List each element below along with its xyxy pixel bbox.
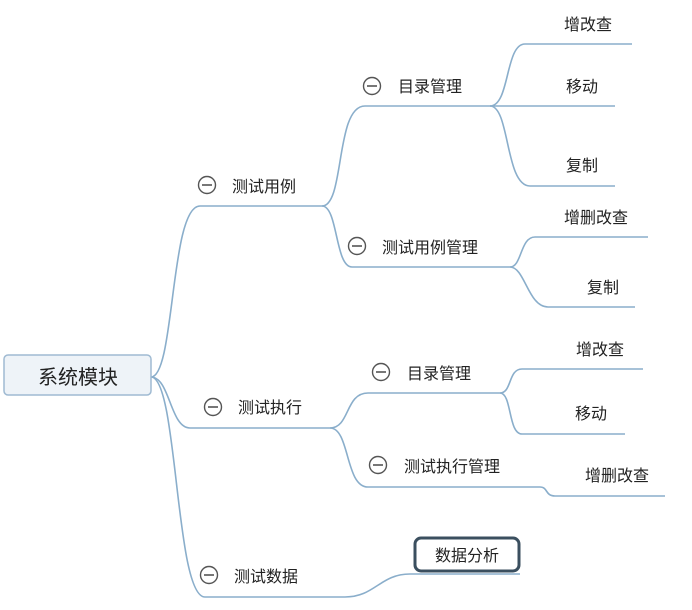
node-test-execution-management[interactable]: 测试执行管理 — [368, 455, 501, 477]
node-test-case-management[interactable]: 测试用例管理 — [347, 236, 479, 258]
node-test-data[interactable]: 测试数据 — [199, 565, 299, 587]
connector — [329, 392, 500, 429]
node-copy[interactable]: 复制 — [566, 156, 598, 175]
node-label: 测试用例管理 — [382, 238, 478, 257]
node-label: 数据分析 — [435, 546, 499, 565]
connector — [499, 368, 643, 394]
node-label: 测试用例 — [232, 177, 296, 196]
collapse-icon[interactable] — [347, 236, 367, 256]
node-directory-management[interactable]: 目录管理 — [362, 76, 463, 96]
connector — [321, 205, 510, 268]
node-test-execution[interactable]: 测试执行 — [203, 397, 303, 417]
root-node[interactable]: 系统模块 — [3, 354, 152, 396]
connector — [489, 105, 615, 187]
connector — [150, 376, 330, 429]
collapse-icon[interactable] — [199, 565, 219, 585]
node-label: 目录管理 — [407, 364, 471, 383]
node-data-analysis[interactable]: 数据分析 — [413, 536, 521, 573]
node-label: 测试数据 — [234, 567, 298, 586]
connector — [321, 105, 490, 207]
connector — [489, 43, 632, 107]
node-directory-management[interactable]: 目录管理 — [371, 362, 472, 384]
node-label: 测试执行管理 — [404, 457, 500, 476]
collapse-icon[interactable] — [203, 397, 223, 417]
node-crud[interactable]: 增改查 — [576, 340, 624, 359]
connector — [344, 573, 520, 598]
node-test-cases[interactable]: 测试用例 — [197, 175, 297, 197]
collapse-icon[interactable] — [368, 455, 388, 475]
connector — [150, 205, 322, 378]
collapse-icon[interactable] — [362, 76, 382, 96]
node-move[interactable]: 移动 — [566, 77, 598, 96]
node-move[interactable]: 移动 — [575, 404, 607, 423]
node-crud-delete[interactable]: 增删改查 — [585, 466, 649, 485]
connector — [539, 486, 665, 497]
connector — [509, 266, 635, 308]
connector — [329, 427, 540, 488]
collapse-icon[interactable] — [197, 175, 217, 195]
connector — [499, 392, 625, 435]
connector — [150, 376, 345, 598]
connector — [509, 236, 648, 268]
node-crud-delete[interactable]: 增删改查 — [564, 208, 628, 227]
node-label: 测试执行 — [238, 398, 302, 417]
collapse-icon[interactable] — [371, 362, 391, 382]
node-label: 目录管理 — [398, 77, 462, 96]
node-copy[interactable]: 复制 — [587, 278, 619, 297]
root-label: 系统模块 — [38, 365, 118, 389]
node-crud[interactable]: 增改查 — [564, 15, 612, 34]
